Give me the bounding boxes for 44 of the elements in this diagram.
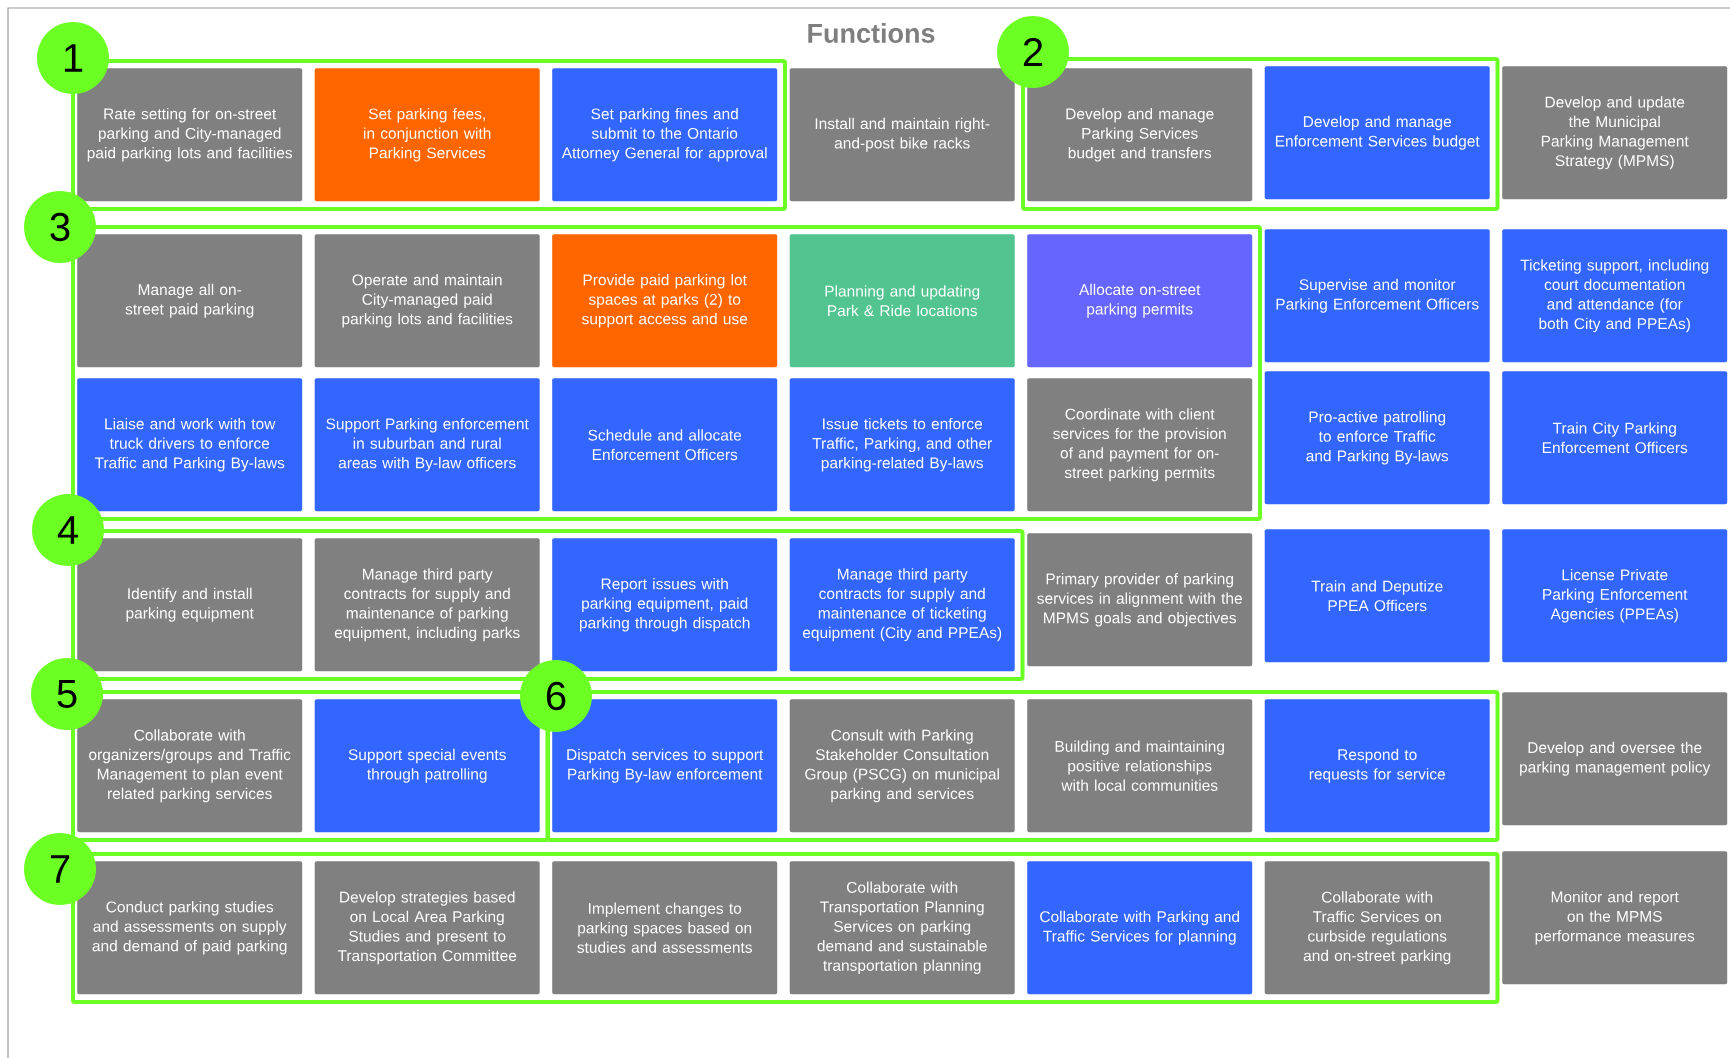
- function-box: Planning and updating Park & Ride locations: [789, 234, 1015, 368]
- function-box: Train and Deputize PPEA Officers: [1264, 529, 1490, 663]
- function-box: Manage third party contracts for supply and maintenance of ticketing equipment (City and PPEAs): [789, 538, 1015, 672]
- function-box: Set parking fees, in conjunction with Parking Services: [314, 68, 540, 202]
- function-box: Train City Parking Enforcement Officers: [1502, 371, 1728, 505]
- function-box: Identify and install parking equipment: [77, 538, 303, 672]
- function-box: Develop and update the Municipal Parking Management Strategy (MPMS): [1502, 66, 1728, 200]
- node-label: 7: [50, 855, 70, 883]
- function-box: Develop and manage Enforcement Services budget: [1264, 66, 1490, 200]
- function-box: Support special events through patrolling: [314, 699, 540, 833]
- function-box: Building and maintaining positive relationships with local communities: [1027, 699, 1253, 833]
- function-box: Allocate on-street parking permits: [1027, 234, 1253, 368]
- function-box: Issue tickets to enforce Traffic, Parking, and other parking-related By-laws: [789, 378, 1015, 512]
- function-box: Collaborate with Parking and Traffic Services for planning: [1027, 861, 1253, 995]
- function-box: Support Parking enforcement in suburban and rural areas with By-law officers: [314, 378, 540, 512]
- function-box: Manage all on-street paid parking: [77, 234, 303, 368]
- function-box: Set parking fines and submit to the Ontario Attorney General for approval: [552, 68, 778, 202]
- function-box: Conduct parking studies and assessments on supply and demand of paid parking: [77, 861, 303, 995]
- function-box: Collaborate with Traffic Services on curbside regulations and on-street parking: [1264, 861, 1490, 995]
- function-box: Pro-active patrolling to enforce Traffic and Parking By-laws: [1264, 371, 1490, 505]
- function-box: Develop strategies based on Local Area Parking Studies and present to Transportation Committee: [314, 861, 540, 995]
- function-box: Manage third party contracts for supply and maintenance of parking equipment, including parks: [314, 538, 540, 672]
- function-box: Implement changes to parking spaces based on studies and assessments: [552, 861, 778, 995]
- node-label: 5: [57, 680, 77, 708]
- function-box: Install and maintain right-and-post bike racks: [789, 68, 1015, 202]
- function-box: Respond to requests for service: [1264, 699, 1490, 833]
- function-box: Primary provider of parking services in alignment with the MPMS goals and objectives: [1027, 533, 1253, 667]
- node-label: 3: [50, 212, 70, 242]
- function-box: Coordinate with client services for the provision of and payment for on-street parking permits: [1027, 378, 1253, 512]
- function-box: Supervise and monitor Parking Enforcement Officers: [1264, 229, 1490, 363]
- function-box: Operate and maintain City-managed paid parking lots and facilities: [314, 234, 540, 368]
- function-box: Consult with Parking Stakeholder Consultation Group (PSCG) on municipal parking and services: [789, 699, 1015, 833]
- function-box: License Private Parking Enforcement Agencies (PPEAs): [1502, 529, 1728, 663]
- function-box: Collaborate with Transportation Planning Services on parking demand and sustainable transportation planning: [789, 861, 1015, 995]
- function-box: Ticketing support, including court documentation and attendance (for both City and PPEAs): [1502, 229, 1728, 363]
- title: Functions: [808, 23, 935, 43]
- function-box: Monitor and report on the MPMS performance measures: [1502, 851, 1728, 985]
- function-box: Collaborate with organizers/groups and Traffic Management to plan event related parking services: [77, 699, 303, 833]
- function-box: Liaise and work with tow truck drivers to enforce Traffic and Parking By-laws: [77, 378, 303, 512]
- function-box: Provide paid parking lot spaces at parks (2) to support access and use: [552, 234, 778, 368]
- function-box: Develop and oversee the parking management policy: [1502, 692, 1728, 826]
- function-box: Schedule and allocate Enforcement Officers: [552, 378, 778, 512]
- function-box: Develop and manage Parking Services budget and transfers: [1027, 68, 1253, 202]
- function-box: Report issues with parking equipment, paid parking through dispatch: [552, 538, 778, 672]
